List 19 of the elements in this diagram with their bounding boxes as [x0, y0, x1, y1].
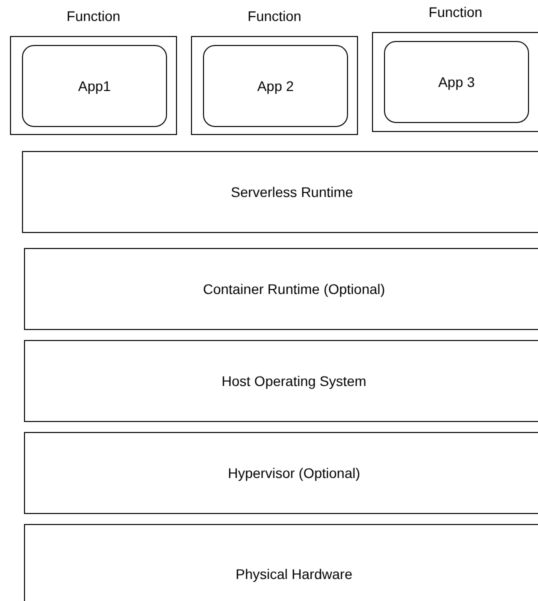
group-label: Function [428, 4, 482, 20]
layer-label: Physical Hardware [236, 566, 352, 582]
app-box [384, 41, 529, 123]
layer-band [24, 432, 538, 514]
layer-label: Serverless Runtime [230, 184, 354, 200]
group-label: Function [248, 8, 302, 24]
layer-label: Container Runtime (Optional) [202, 281, 386, 297]
layer-band [24, 340, 538, 422]
app-box [203, 45, 348, 127]
group-label: Function [66, 8, 120, 24]
app-label: App 2 [257, 78, 294, 94]
layer-label: Host Operating System [222, 373, 366, 389]
layer-band [24, 524, 538, 601]
app-label: App1 [78, 78, 111, 94]
app-box [22, 45, 167, 127]
layer-label: Hypervisor (Optional) [228, 465, 360, 481]
layer-band [22, 151, 538, 233]
app-label: App 3 [438, 74, 475, 90]
layer-band [24, 248, 538, 330]
